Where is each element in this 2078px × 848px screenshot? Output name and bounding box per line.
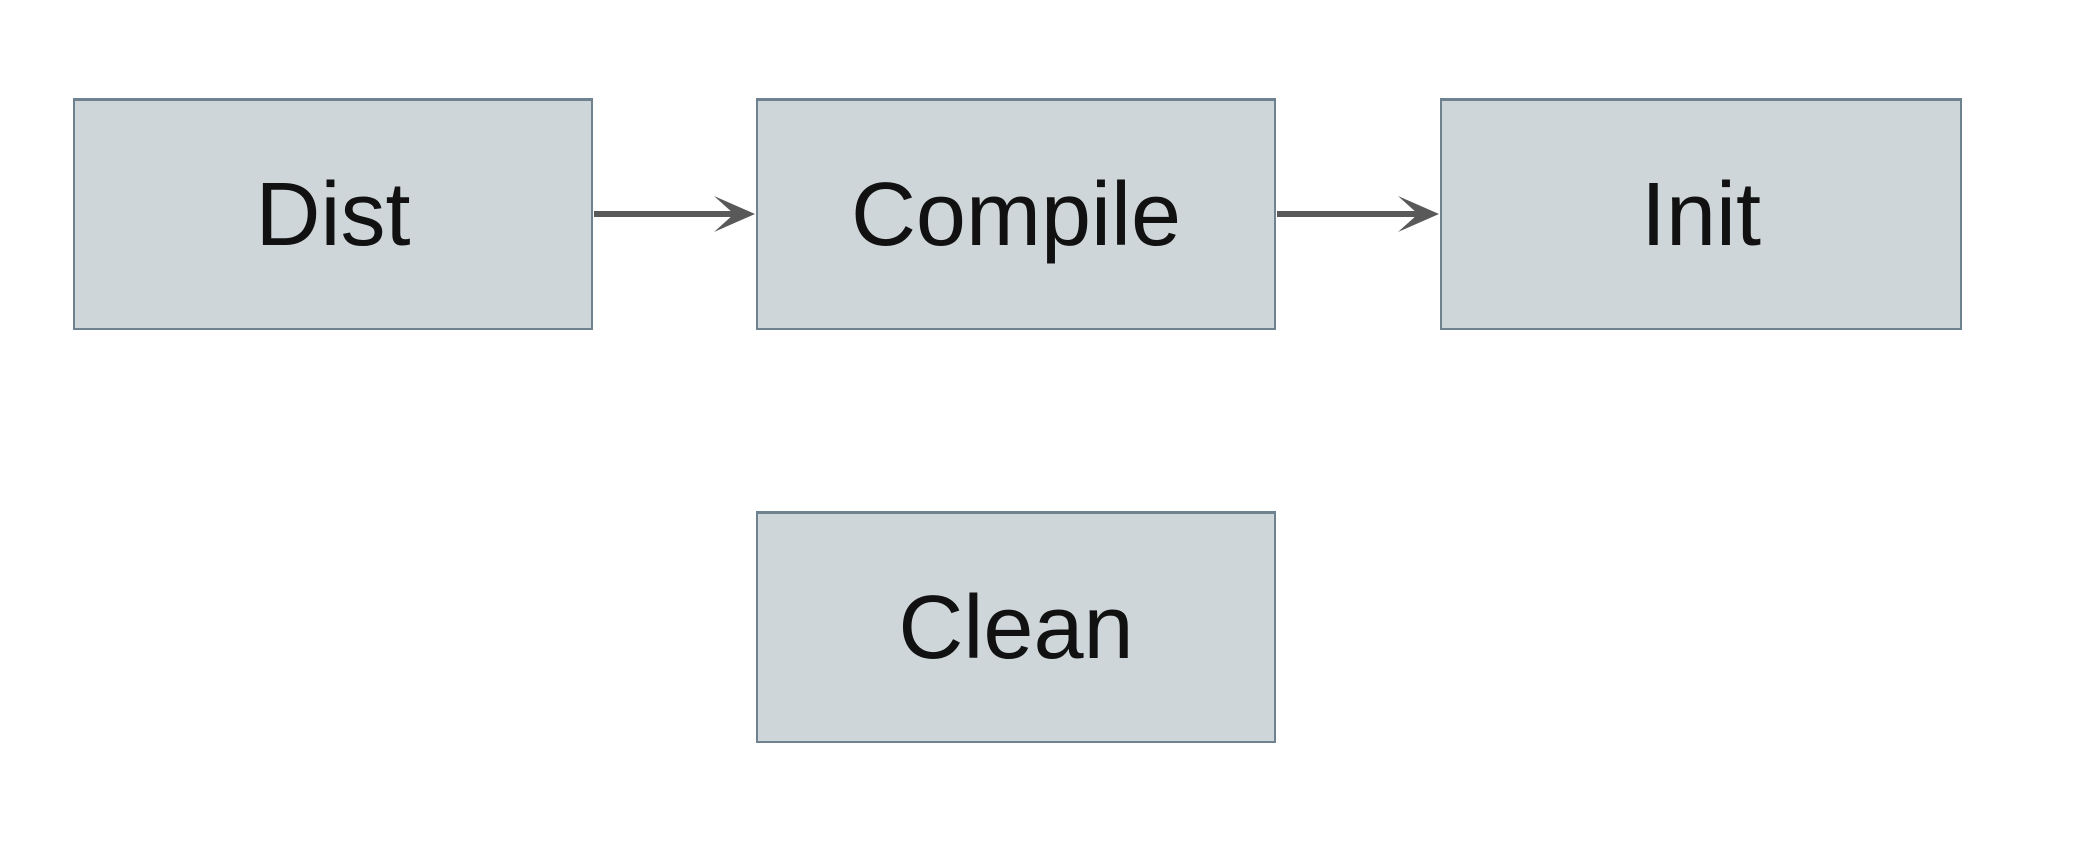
node-compile-label: Compile [850,164,1182,265]
edge-compile-to-init [1277,196,1439,232]
node-clean: Clean [756,511,1276,743]
node-clean-label: Clean [898,577,1134,678]
node-init-label: Init [1640,164,1762,265]
edge-dist-to-compile [594,196,755,232]
node-init: Init [1440,98,1962,330]
arrowhead-right-icon [1398,196,1439,232]
node-compile: Compile [756,98,1276,330]
arrowhead-right-icon [714,196,755,232]
node-dist: Dist [73,98,593,330]
node-dist-label: Dist [255,164,411,265]
